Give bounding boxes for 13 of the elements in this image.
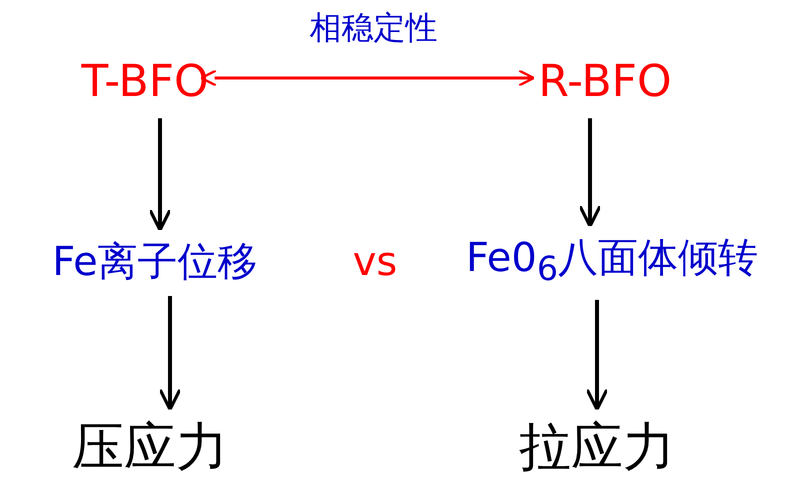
node-text: Fe0$_{6}$八面体倾转	[464, 236, 760, 288]
arrow	[148, 118, 172, 232]
node-text: 压应力	[70, 419, 230, 477]
node-text: Fe离子位移	[50, 240, 260, 284]
node-text: T-BFO	[79, 58, 211, 106]
edge-label: 相稳定性	[310, 10, 438, 46]
arrow	[585, 300, 609, 411]
node-text: R-BFO	[536, 58, 674, 106]
node-text: 拉应力	[517, 419, 677, 477]
arrow	[200, 69, 536, 87]
arrow	[578, 118, 602, 228]
arrow	[158, 296, 182, 411]
versus-label: vs	[352, 240, 398, 284]
